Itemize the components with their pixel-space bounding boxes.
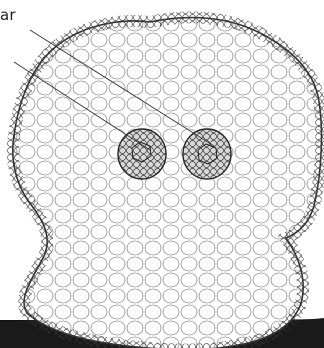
bundle-label: ar bbox=[0, 6, 16, 24]
